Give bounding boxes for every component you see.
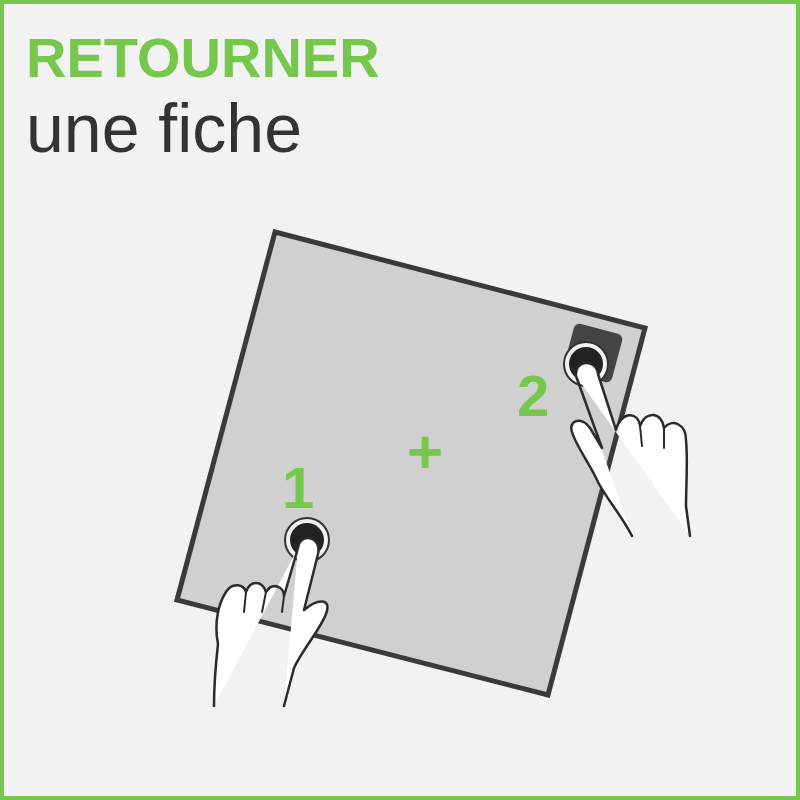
- plus-sign: +: [407, 421, 443, 483]
- subtitle: une fiche: [26, 94, 302, 162]
- callout-number: 1: [282, 459, 314, 517]
- title: RETOURNER: [26, 30, 380, 86]
- hand: [214, 538, 327, 706]
- hand: [571, 363, 690, 536]
- finger-lines: [244, 592, 284, 612]
- finger-lines: [640, 426, 664, 448]
- callout-number: 2: [517, 367, 549, 425]
